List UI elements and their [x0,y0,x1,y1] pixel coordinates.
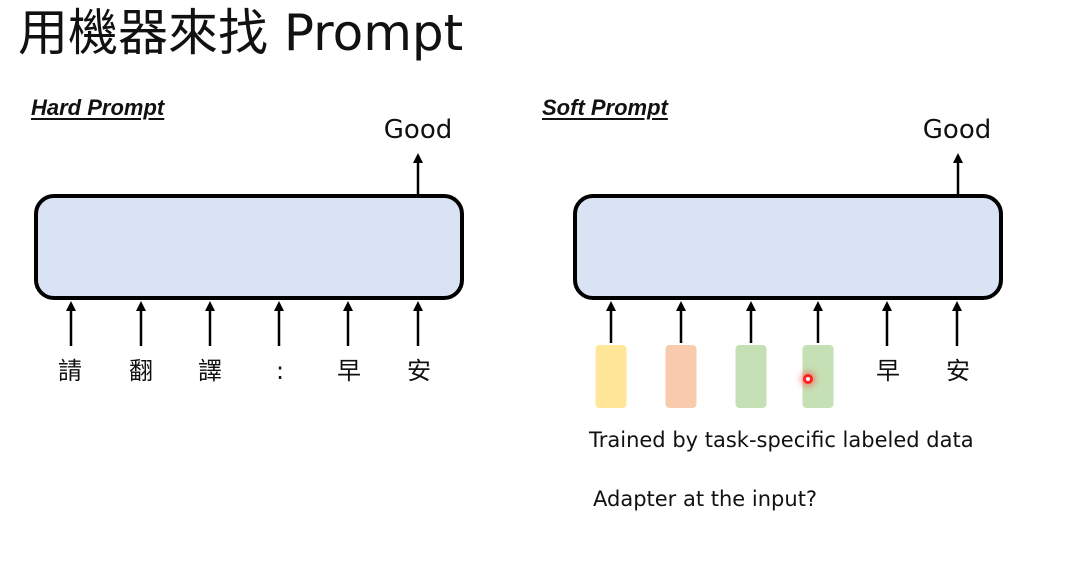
slide-title: 用機器來找 Prompt [18,4,464,62]
trained-caption: Trained by task-specific labeled data [589,428,974,452]
soft-prompt-output-label: Good [922,115,992,145]
soft-prompt-model-box [573,194,1003,300]
hard-prompt-output-label: Good [383,115,453,145]
soft-prompt-heading: Soft Prompt [542,95,668,120]
adapter-caption: Adapter at the input? [593,487,818,511]
hard-prompt-heading: Hard Prompt [31,95,165,120]
hard-prompt-model-box [34,194,464,300]
hard-prompt-token: 譯 [198,357,222,385]
hard-prompt-token: : [275,357,285,385]
hard-prompt-token: 翻 [129,357,153,385]
soft-prompt-vector [665,345,697,408]
soft-prompt-token: 早 [876,357,900,385]
hard-prompt-token: 安 [407,357,431,385]
hard-prompt-token: 早 [337,357,361,385]
hard-prompt-token: 請 [58,357,82,385]
soft-prompt-vector [735,345,767,408]
soft-prompt-vector [595,345,627,408]
soft-prompt-token: 安 [946,357,970,385]
laser-pointer-dot [803,374,813,384]
